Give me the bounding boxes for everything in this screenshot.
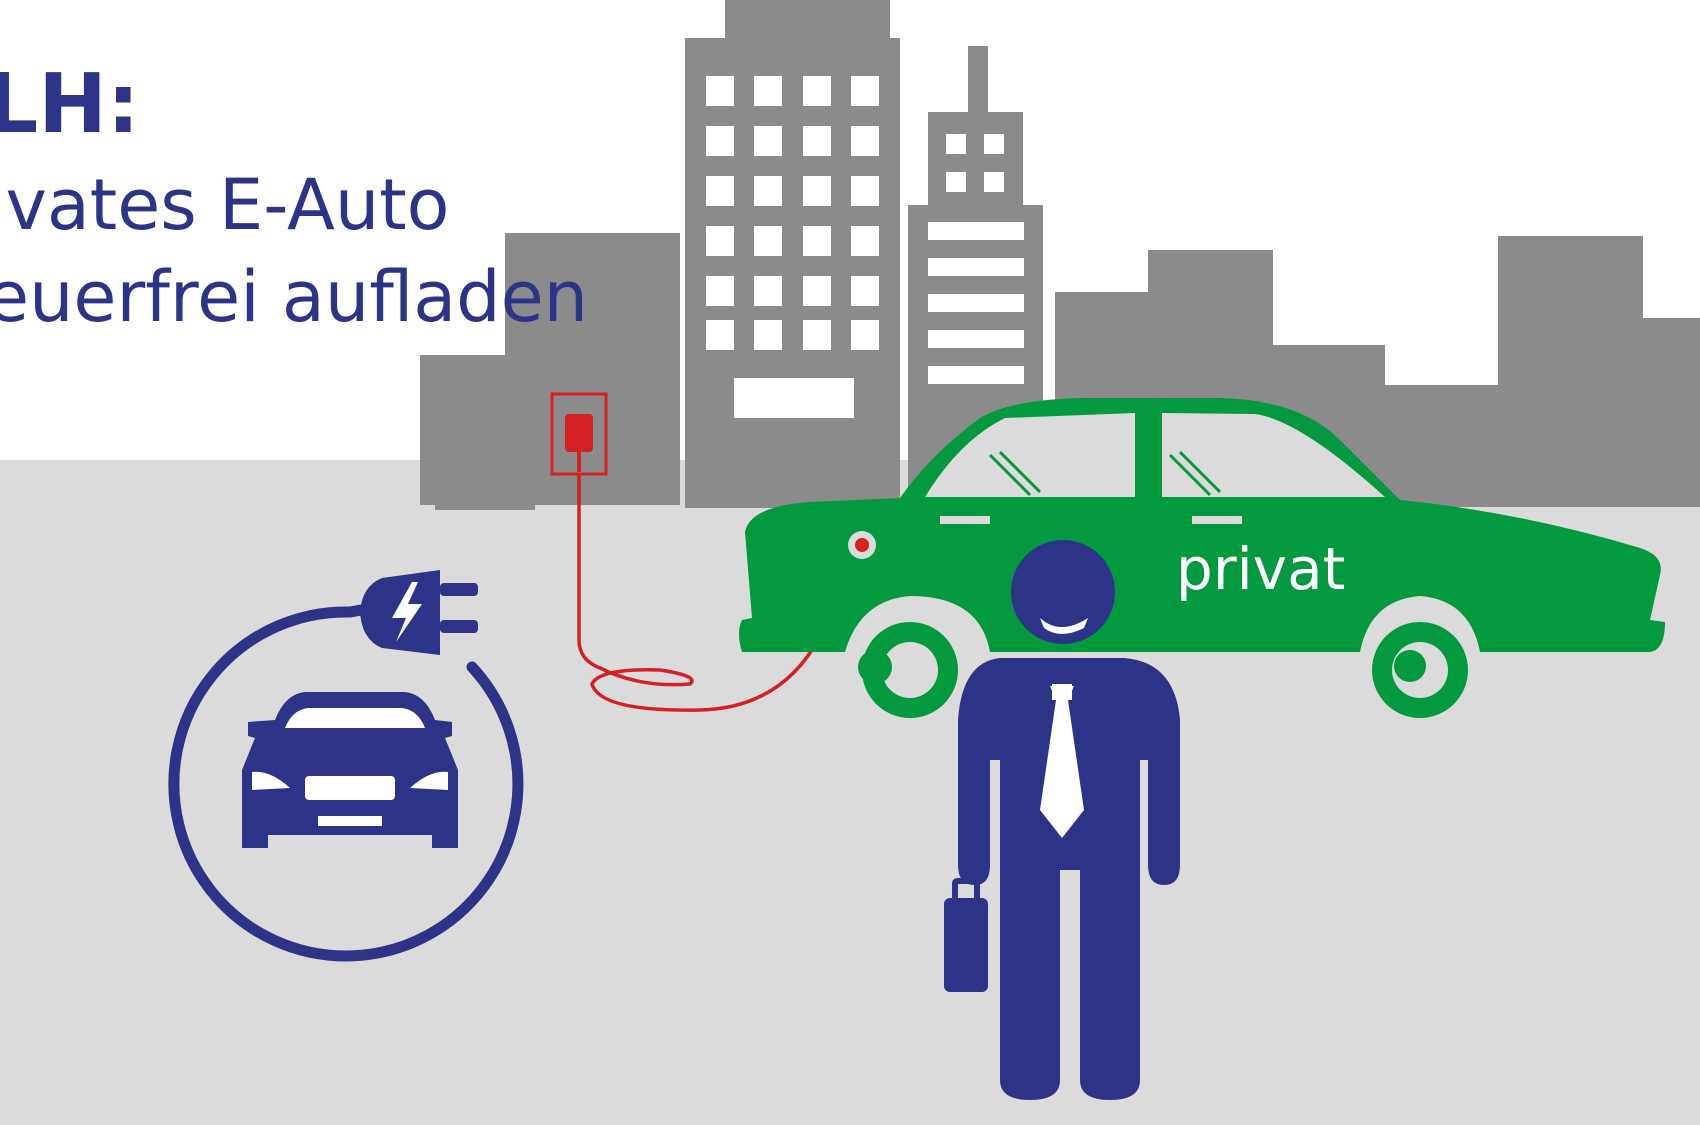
- green-car: [739, 398, 1665, 730]
- headline: LH: ivates E-Auto euerfrei aufladen: [0, 0, 700, 360]
- car-label: privat: [1176, 535, 1346, 603]
- charging-cable: [577, 474, 863, 712]
- businessman-figure: [958, 540, 1180, 1100]
- headline-line-3: euerfrei aufladen: [0, 256, 589, 338]
- headline-line-2: ivates E-Auto: [0, 164, 450, 246]
- ev-charging-icon: [168, 570, 524, 962]
- skyline-windows: [706, 76, 1024, 418]
- headline-line-1: LH:: [0, 57, 140, 152]
- briefcase-icon: [944, 878, 988, 992]
